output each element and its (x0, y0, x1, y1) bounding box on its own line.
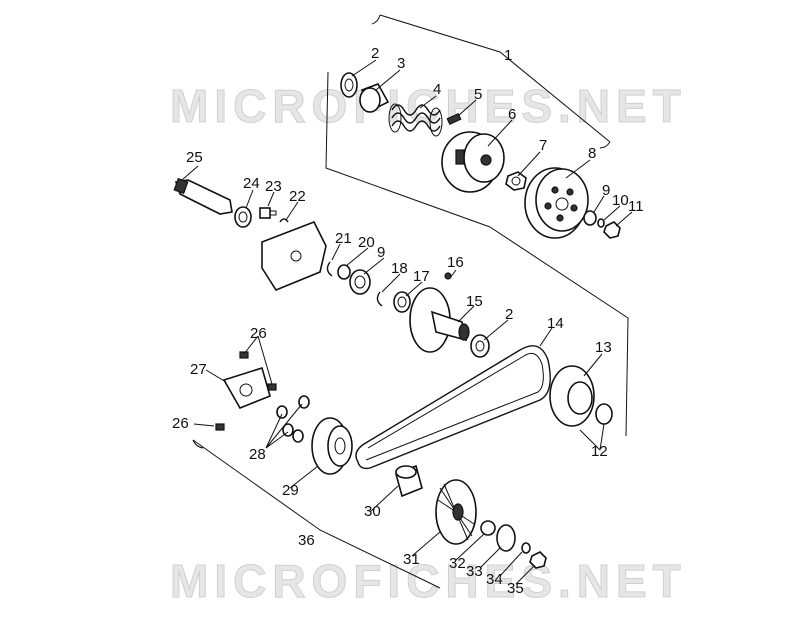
callout-3: 3 (397, 55, 405, 72)
callout-2-top: 2 (371, 45, 379, 62)
pin-part-5 (446, 112, 462, 126)
callout-1: 1 (504, 47, 512, 64)
callout-27: 27 (190, 361, 207, 378)
drive-pulley-part-15 (409, 287, 470, 353)
clip-part-22 (279, 218, 289, 223)
assembly-1-bracket (325, 14, 629, 437)
callout-34: 34 (486, 571, 503, 588)
seal-part-2-top (340, 72, 358, 98)
nut-part-35 (529, 551, 547, 569)
washer-part-20 (337, 264, 351, 280)
callout-9-middle: 9 (377, 244, 385, 261)
callout-33: 33 (466, 563, 483, 580)
drive-belt-part-14 (355, 345, 551, 470)
seal-part-2-bottom (470, 334, 490, 358)
bearing-part-24 (234, 206, 252, 228)
circlip-part-21 (326, 261, 333, 277)
callout-5: 5 (474, 86, 482, 103)
rollers-part-28 (276, 395, 310, 443)
callout-16: 16 (447, 254, 464, 271)
washer-part-10 (597, 218, 605, 228)
washer-part-34 (521, 542, 531, 554)
collar-part-3 (359, 83, 390, 113)
callout-23: 23 (265, 178, 282, 195)
callout-30: 30 (364, 503, 381, 520)
driven-pulley-part-13 (549, 365, 595, 427)
callout-10: 10 (612, 192, 629, 209)
movable-drive-face-part-29 (311, 417, 353, 475)
callout-28: 28 (249, 446, 266, 463)
bearing-part-17 (393, 291, 411, 313)
callout-2-bottom: 2 (505, 306, 513, 323)
callout-17: 17 (413, 268, 430, 285)
callout-4: 4 (433, 81, 441, 98)
callout-labels: 1 2 3 4 5 6 7 8 9 10 11 25 24 23 22 21 2… (172, 45, 644, 597)
circlip-part-18 (376, 291, 383, 307)
callout-32: 32 (449, 555, 466, 572)
shaft-part-25 (173, 177, 233, 215)
drive-face-part-33 (496, 524, 516, 552)
spring-part-4 (388, 103, 443, 137)
plate-part-32 (480, 520, 496, 536)
watermark-top: MICROFICHES.NET (170, 80, 687, 132)
nut-part-7 (505, 171, 527, 191)
fan-part-31 (435, 479, 477, 545)
watermark-bottom: MICROFICHES.NET (170, 555, 687, 607)
callout-35: 35 (507, 580, 524, 597)
roller-holder-part-27 (222, 366, 271, 410)
callout-12: 12 (591, 443, 608, 460)
callout-11: 11 (628, 198, 644, 215)
callout-8: 8 (588, 145, 596, 162)
callout-31: 31 (403, 551, 420, 568)
bearing-part-9-middle (349, 269, 371, 295)
bushing-part-30 (395, 464, 423, 498)
cover-plate (261, 220, 327, 291)
callout-20: 20 (358, 234, 375, 251)
callout-15: 15 (466, 293, 483, 310)
callout-25: 25 (186, 149, 203, 166)
callout-7: 7 (539, 137, 547, 154)
callout-18: 18 (391, 260, 408, 277)
callout-21: 21 (335, 230, 352, 247)
clutch-housing-part-8 (524, 167, 589, 239)
leader-lines (181, 59, 633, 585)
slide-part-26-left (215, 423, 225, 431)
callout-26-top: 26 (250, 325, 267, 342)
grease-nipple-part-16 (444, 272, 452, 280)
callout-13: 13 (595, 339, 612, 356)
assembly-36-bracket (192, 439, 441, 589)
clutch-part-6 (441, 131, 505, 193)
callout-22: 22 (289, 188, 306, 205)
washer-part-12 (595, 403, 613, 425)
bolt-part-23 (259, 207, 277, 219)
callout-9-top: 9 (602, 182, 610, 199)
callout-29: 29 (282, 482, 299, 499)
washer-part-9-top (583, 210, 597, 226)
callout-26-left: 26 (172, 415, 189, 432)
callout-14: 14 (547, 315, 564, 332)
callout-24: 24 (243, 175, 260, 192)
callout-36: 36 (298, 532, 315, 549)
callout-6: 6 (508, 106, 516, 123)
